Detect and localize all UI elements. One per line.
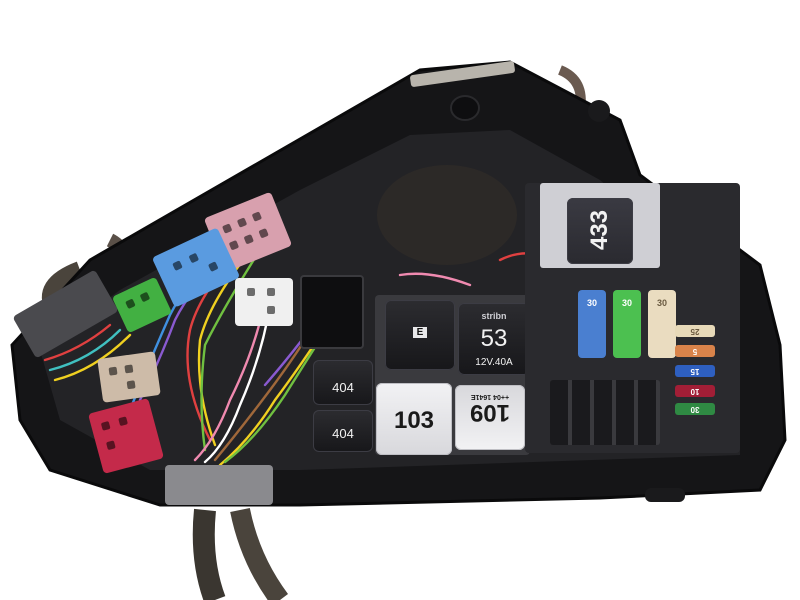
mini-fuse-15[interactable]: 15	[675, 365, 715, 377]
mini-fuse-25-label: 25	[690, 327, 700, 336]
relay-404-top-label: 404	[332, 380, 354, 395]
relay-404-top[interactable]: 404	[313, 360, 373, 405]
maxi-fuse-beige[interactable]: 30	[648, 290, 676, 358]
mini-fuse-10-label: 10	[690, 387, 700, 396]
maxi-fuse-green[interactable]: 30	[613, 290, 641, 358]
empty-fuse-slots	[550, 380, 660, 445]
mini-fuse-15-label: 15	[690, 367, 700, 376]
mini-fuse-10[interactable]: 10	[675, 385, 715, 397]
maxi-fuse-blue-label: 30	[586, 298, 597, 308]
mounting-tab-right	[645, 488, 685, 502]
relay-53-brand: stribn	[481, 311, 507, 321]
beige-connector[interactable]	[97, 351, 161, 403]
mini-fuse-30-label: 30	[690, 405, 700, 414]
mini-fuse-5[interactable]: 5	[675, 345, 715, 357]
relay-53[interactable]: stribn 53 12V.40A	[458, 303, 530, 375]
relay-109[interactable]: 109 ++04 1641E	[455, 385, 525, 450]
relay-109-label: 109	[469, 399, 511, 426]
relay-433-label: 433	[586, 209, 613, 251]
relay-109-sublabel: ++04 1641E	[470, 393, 510, 400]
relay-404-bottom-label: 404	[332, 426, 354, 441]
relay-404-bottom[interactable]: 404	[313, 410, 373, 452]
relay-small-e[interactable]: E	[385, 300, 455, 370]
maxi-fuse-blue[interactable]: 30	[578, 290, 606, 358]
relay-53-label: 53	[480, 325, 508, 352]
mini-fuse-25[interactable]: 25	[675, 325, 715, 337]
black-connector[interactable]	[300, 275, 364, 349]
mini-fuse-30[interactable]: 30	[675, 403, 715, 415]
mounting-tab-top	[588, 100, 610, 122]
maxi-fuse-beige-label: 30	[656, 298, 667, 308]
white-connector[interactable]	[235, 278, 293, 326]
relay-103[interactable]: 103	[376, 383, 452, 455]
gray-bottom-connector[interactable]	[165, 465, 273, 505]
maxi-fuse-green-label: 30	[621, 298, 632, 308]
relay-433[interactable]: 433	[567, 198, 633, 264]
relay-53-rating: 12V.40A	[475, 357, 513, 368]
relay-e-label: E	[413, 327, 427, 338]
relay-103-label: 103	[393, 407, 435, 434]
mini-fuse-5-label: 5	[692, 347, 698, 356]
